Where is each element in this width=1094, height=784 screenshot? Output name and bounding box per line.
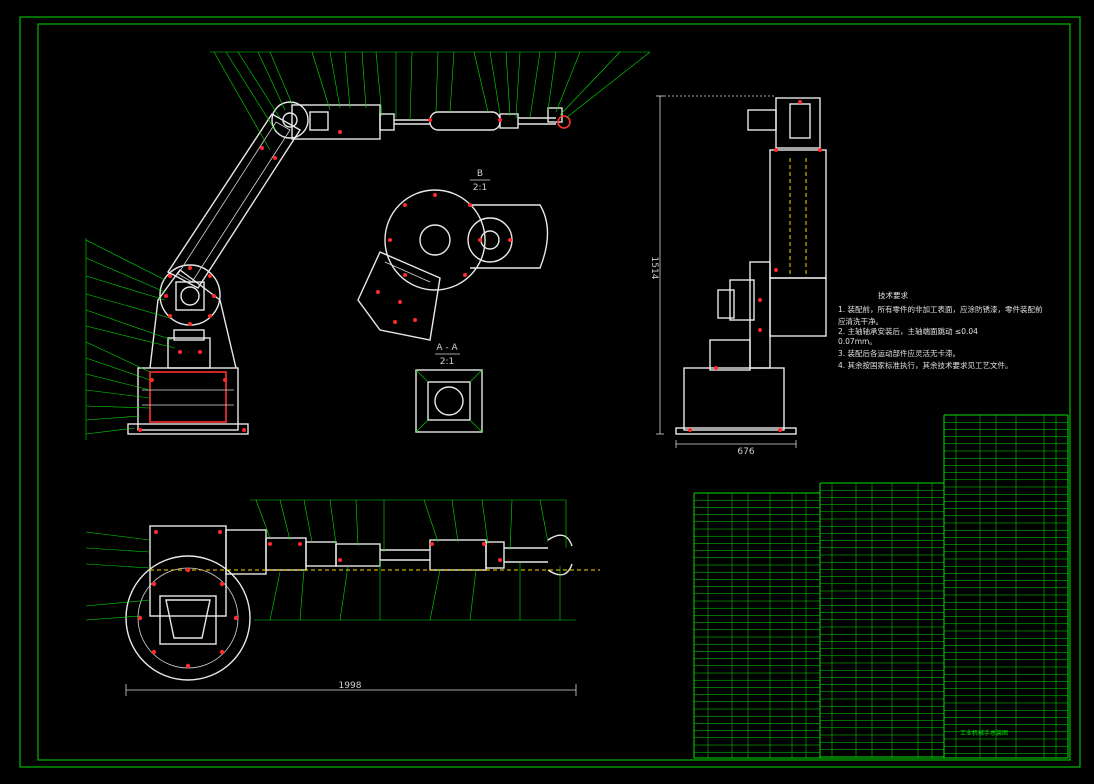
arm-side-view bbox=[85, 51, 651, 440]
dim-base-width: 676 bbox=[737, 447, 754, 457]
section-b-scale: 2:1 bbox=[473, 183, 487, 193]
technical-requirements: 技术要求 1. 装配前，所有零件的非加工表面，应涂防锈漆，零件装配前 应清洗干净… bbox=[838, 290, 1043, 370]
tech-req-line-2: 应清洗干净。 bbox=[838, 316, 883, 326]
section-a-view: A - A 2:1 bbox=[415, 343, 483, 433]
tech-req-title: 技术要求 bbox=[878, 290, 908, 300]
section-b-view: B 2:1 bbox=[357, 169, 549, 341]
outer-border bbox=[19, 16, 1081, 768]
tech-req-line-6: 4. 其余按国家标准执行，其余技术要求见工艺文件。 bbox=[838, 360, 1013, 370]
plan-view: 1998 bbox=[85, 499, 600, 696]
tech-req-line-1: 1. 装配前，所有零件的非加工表面，应涂防锈漆，零件装配前 bbox=[838, 304, 1043, 314]
tech-req-line-5: 3. 装配后各运动部件应灵活无卡滞。 bbox=[838, 348, 960, 358]
tech-req-line-4: 0.07mm。 bbox=[838, 337, 877, 346]
section-a-scale: 2:1 bbox=[440, 357, 454, 367]
parts-list bbox=[693, 414, 1069, 759]
inner-border bbox=[37, 23, 1071, 761]
tech-req-line-3: 2. 主轴轴承安装后，主轴端面跳动 ≤0.04 bbox=[838, 326, 978, 336]
front-view: 1514 676 bbox=[649, 95, 827, 457]
section-a-label: A - A bbox=[436, 343, 458, 353]
section-b-label: B bbox=[477, 169, 483, 179]
dim-height: 1514 bbox=[649, 257, 659, 280]
dim-total-length: 1998 bbox=[339, 681, 362, 691]
title-block-name: 工业机械手总装图 bbox=[960, 729, 1008, 737]
